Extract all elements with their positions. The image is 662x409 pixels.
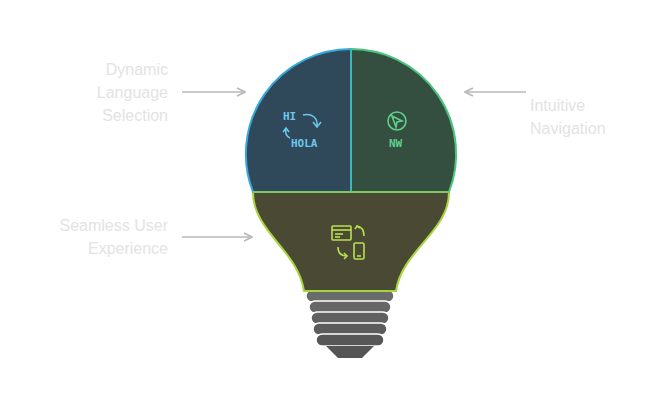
devices-icon [332,226,364,259]
bulb-left-section [246,49,351,192]
leader-arrow [465,91,526,93]
leader-arrow [182,91,245,93]
icon-text: HOLA [291,137,318,150]
feature-label: Dynamic Language Selection [68,58,168,127]
leader-arrow [182,236,252,238]
compass-icon [388,112,406,130]
bulb-base [306,290,394,358]
feature-label: Seamless User Experience [33,214,168,260]
bulb-right-section [351,49,456,192]
icon-text: NW [389,137,402,150]
bulb-bottom-section [253,192,449,291]
feature-label: Intuitive Navigation [530,94,630,140]
icon-text: HI [283,110,296,123]
